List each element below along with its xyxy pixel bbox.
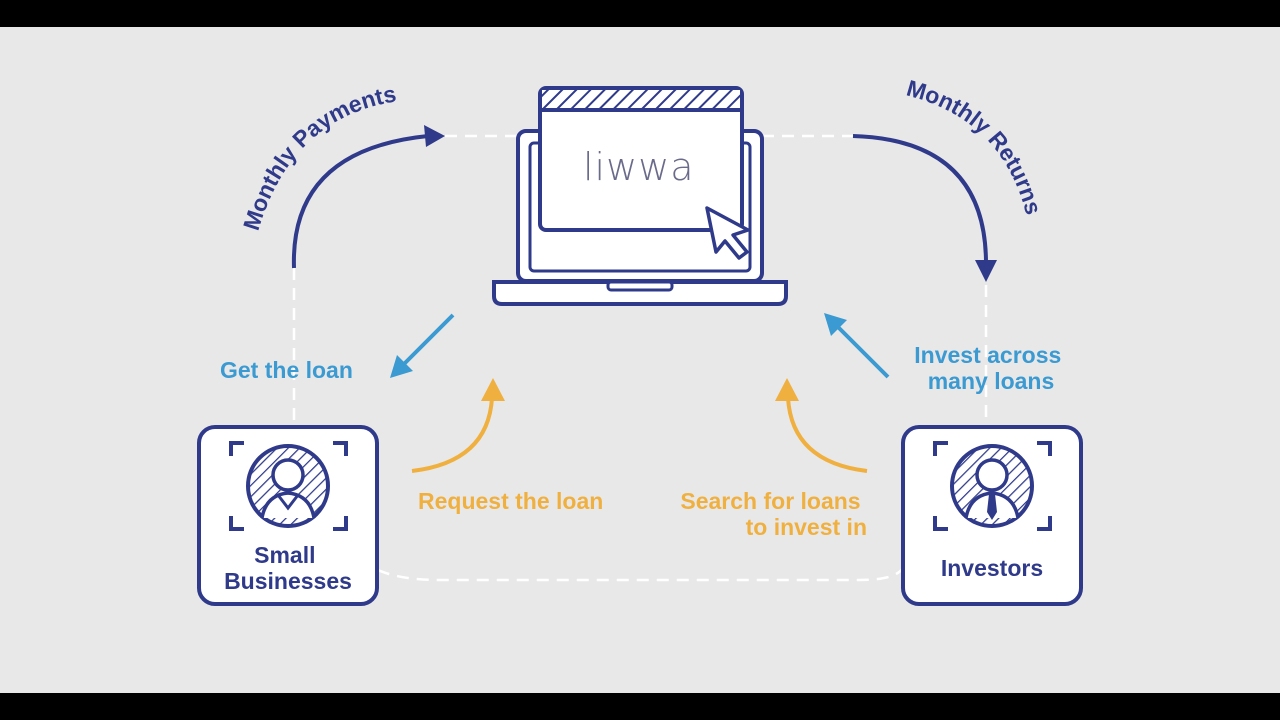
search-loans-label: Search for loans to invest in xyxy=(680,488,867,540)
investors-card[interactable]: Investors xyxy=(901,425,1083,606)
liwwa-logo: liwwa xyxy=(583,145,695,189)
invest-across-label: Invest across many loans xyxy=(914,342,1067,394)
flow-diagram: Monthly Payments Monthly Returns liwwa G… xyxy=(197,75,1083,606)
business-person-icon xyxy=(246,444,330,528)
monthly-payments-label: Monthly Payments xyxy=(238,80,398,233)
focus-brackets xyxy=(229,441,348,531)
small-businesses-label: Small Businesses xyxy=(224,542,352,594)
svg-text:liwwa: liwwa xyxy=(583,145,695,189)
get-loan-arrow xyxy=(390,313,455,378)
focus-brackets xyxy=(933,441,1052,531)
invest-across-arrow xyxy=(824,313,890,379)
investor-person-icon xyxy=(950,444,1034,528)
investors-label: Investors xyxy=(941,555,1043,581)
laptop-icon xyxy=(492,86,788,306)
diagram-canvas: Monthly Payments Monthly Returns liwwa G… xyxy=(0,27,1280,693)
monthly-returns-arrow xyxy=(852,134,997,282)
monthly-returns-label: Monthly Returns xyxy=(904,75,1047,218)
get-loan-label: Get the loan xyxy=(220,357,353,383)
request-loan-label: Request the loan xyxy=(418,488,603,514)
request-loan-arrow xyxy=(411,378,505,473)
dashed-connectors xyxy=(292,134,988,582)
monthly-payments-arrow xyxy=(291,125,445,269)
search-loans-arrow xyxy=(775,378,868,473)
small-businesses-card[interactable]: Small Businesses xyxy=(197,425,379,606)
cursor-icon xyxy=(705,206,750,260)
